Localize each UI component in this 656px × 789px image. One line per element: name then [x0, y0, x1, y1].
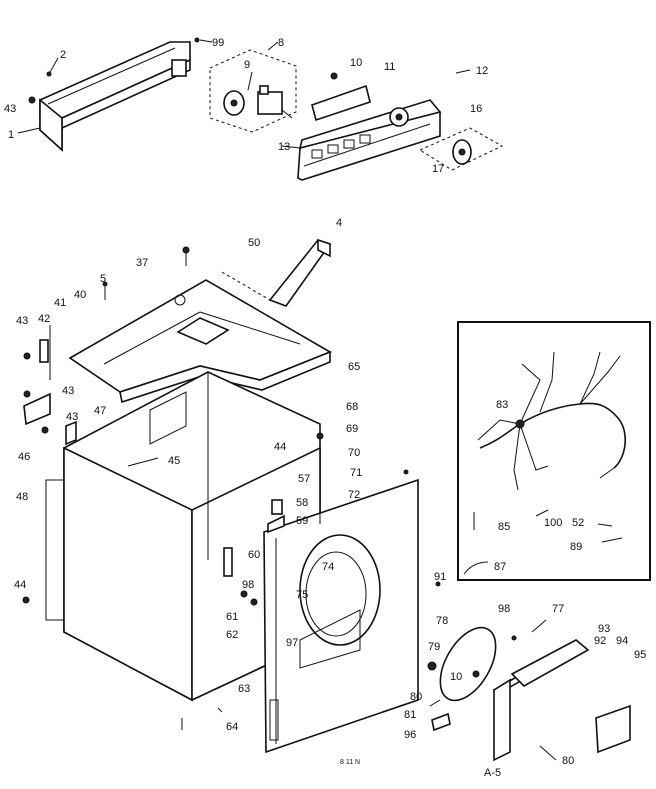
callout-label: 79 — [428, 641, 440, 653]
footnote-code: 8 11 N — [340, 759, 360, 766]
callout-labels: 1 2 43 99 8 9 10 11 12 13 16 17 4 37 50 … — [4, 37, 646, 779]
callout-label: 1 — [8, 129, 14, 141]
timer-assembly-part — [209, 41, 297, 133]
lint-chute-part — [221, 238, 332, 307]
callout-label: 70 — [348, 447, 360, 459]
console-backsplash-part — [17, 37, 213, 152]
callout-label: 63 — [238, 683, 250, 695]
callout-label: 71 — [350, 467, 362, 479]
callout-label: 50 — [248, 237, 260, 249]
callout-label: 58 — [296, 497, 308, 509]
callout-label: 9 — [244, 59, 250, 71]
callout-label: 83 — [496, 399, 508, 411]
callout-label: 43 — [66, 411, 78, 423]
lid-switch-part — [23, 325, 51, 434]
wiring-harness-inset — [457, 321, 651, 581]
callout-label: 92 — [594, 635, 606, 647]
callout-label: 37 — [136, 257, 148, 269]
callout-label: 57 — [298, 473, 310, 485]
callout-label: 12 — [476, 65, 488, 77]
cabinet-part — [22, 371, 321, 730]
callout-label: 43 — [4, 103, 16, 115]
callout-label: 65 — [348, 361, 360, 373]
door-part — [427, 581, 497, 732]
callout-label: 2 — [60, 49, 66, 61]
callout-label: 46 — [18, 451, 30, 463]
callout-label: 69 — [346, 423, 358, 435]
callout-label: 44 — [14, 579, 26, 591]
callout-label: 48 — [16, 491, 28, 503]
callout-label: 100 — [544, 517, 562, 529]
callout-label: 16 — [470, 103, 482, 115]
callout-label: 43 — [62, 385, 74, 397]
callout-label: 74 — [322, 561, 334, 573]
callout-label: 52 — [572, 517, 584, 529]
top-cover-part — [68, 246, 332, 404]
callout-label: 40 — [74, 289, 86, 301]
callout-label: 10 — [450, 671, 462, 683]
callout-label: 13 — [278, 141, 290, 153]
callout-label: 98 — [242, 579, 254, 591]
callout-label: 93 — [598, 623, 610, 635]
callout-label: 81 — [404, 709, 416, 721]
callout-label: 5 — [100, 273, 106, 285]
callout-label: 64 — [226, 721, 238, 733]
callout-label: 77 — [552, 603, 564, 615]
door-switch-part — [217, 499, 285, 713]
callout-label: 42 — [38, 313, 50, 325]
callout-label: 85 — [498, 521, 510, 533]
callout-label: 61 — [226, 611, 238, 623]
callout-label: A-5 — [484, 767, 501, 779]
callout-label: 8 — [278, 37, 284, 49]
callout-label: 44 — [274, 441, 286, 453]
callout-label: 60 — [248, 549, 260, 561]
callout-label: 75 — [296, 589, 308, 601]
callout-label: 87 — [494, 561, 506, 573]
callout-label: 11 — [384, 61, 395, 73]
callout-label: 68 — [346, 401, 358, 413]
callout-label: 47 — [94, 405, 106, 417]
callout-label: 89 — [570, 541, 582, 553]
callout-label: 80 — [410, 691, 422, 703]
callout-label: 10 — [350, 57, 362, 69]
callout-label: 45 — [168, 455, 180, 467]
access-panel-part — [492, 619, 631, 762]
callout-label: 98 — [498, 603, 510, 615]
callout-label: 96 — [404, 729, 416, 741]
callout-label: 62 — [226, 629, 238, 641]
callout-label: 91 — [434, 571, 446, 583]
callout-label: 95 — [634, 649, 646, 661]
front-panel-part — [263, 432, 419, 754]
control-panel-part — [281, 69, 504, 181]
callout-label: 59 — [296, 515, 308, 527]
callout-label: 80 — [562, 755, 574, 767]
callout-label: 99 — [212, 37, 224, 49]
callout-label: 78 — [436, 615, 448, 627]
callout-label: 17 — [432, 163, 444, 175]
callout-label: 72 — [348, 489, 360, 501]
callout-label: 94 — [616, 635, 628, 647]
callout-label: 4 — [336, 217, 342, 229]
callout-label: 97 — [286, 637, 298, 649]
callout-label: 41 — [54, 297, 66, 309]
callout-label: 43 — [16, 315, 28, 327]
